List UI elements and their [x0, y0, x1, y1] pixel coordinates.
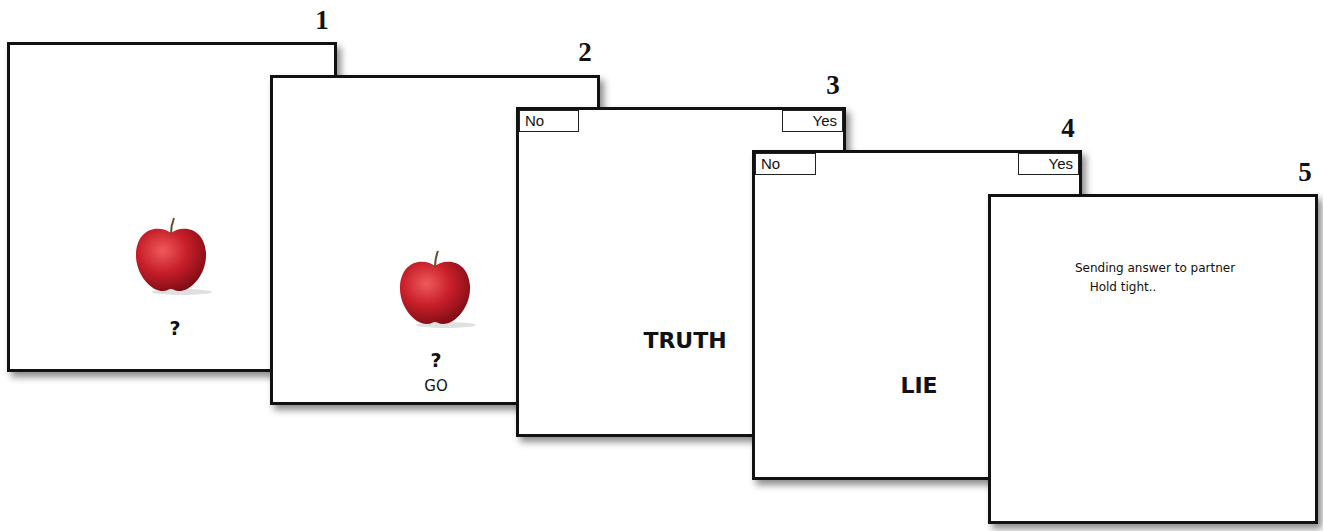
- callout-number: 1: [315, 5, 329, 36]
- apple-illustration: [394, 248, 478, 330]
- button-label: Yes: [1024, 154, 1073, 174]
- text-slot: Sending answer to partner: [1075, 261, 1235, 275]
- screen-text: TRUTH: [643, 328, 726, 353]
- screen-text: GO: [424, 377, 447, 395]
- text-slot: LIE: [900, 373, 937, 398]
- apple-illustration: [130, 215, 214, 297]
- text-slot: ?: [169, 317, 180, 339]
- callout-number: 5: [1298, 157, 1312, 188]
- answer-button: No: [519, 110, 579, 132]
- callout-number: 3: [826, 70, 840, 101]
- text-slot: GO: [424, 377, 447, 395]
- screen-card: Sending answer to partnerHold tight..: [988, 194, 1318, 524]
- screen-text: LIE: [900, 373, 937, 398]
- screen-text: Hold tight..: [1090, 280, 1157, 294]
- answer-button: No: [755, 153, 816, 175]
- answer-button: Yes: [782, 110, 843, 132]
- text-slot: ?: [430, 349, 441, 371]
- button-label: No: [525, 111, 573, 131]
- screen-text: Sending answer to partner: [1075, 261, 1235, 275]
- text-slot: Hold tight..: [1090, 280, 1157, 294]
- answer-button: Yes: [1018, 153, 1079, 175]
- button-label: Yes: [788, 111, 837, 131]
- callout-number: 4: [1061, 113, 1075, 144]
- button-label: No: [761, 154, 810, 174]
- callout-number: 2: [578, 37, 592, 68]
- text-slot: TRUTH: [643, 328, 726, 353]
- screen-text: ?: [430, 349, 441, 371]
- screen-text: ?: [169, 317, 180, 339]
